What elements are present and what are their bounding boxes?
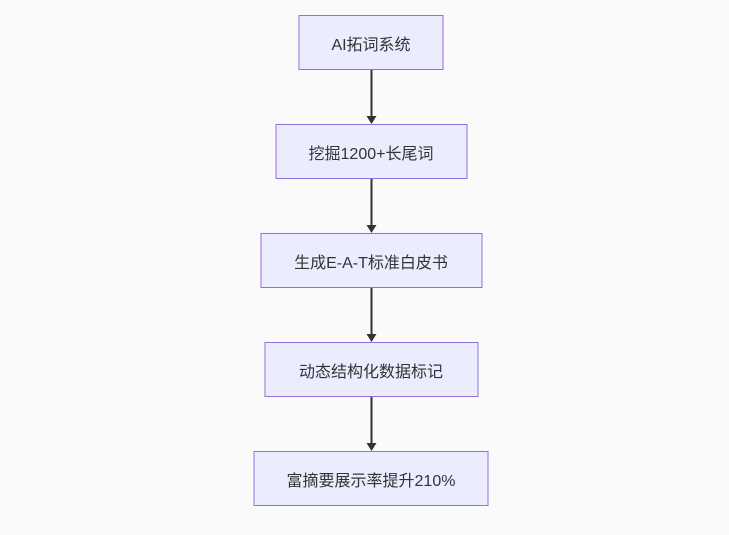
node-label: 挖掘1200+长尾词 [308,145,434,163]
flowchart-node-eat-whitepaper: 生成E-A-T标准白皮书 [260,233,482,288]
flowchart-canvas: AI拓词系统 挖掘1200+长尾词 生成E-A-T标准白皮书 动态结构化数据标记… [253,15,489,506]
arrowhead-icon [366,334,376,342]
flowchart-node-rich-snippet-result: 富摘要展示率提升210% [253,451,489,506]
flow-edge-3 [366,288,376,342]
arrowhead-icon [366,225,376,233]
arrowhead-icon [366,443,376,451]
flowchart-node-longtail-mining: 挖掘1200+长尾词 [275,124,467,179]
flow-edge-2 [366,179,376,233]
node-label: AI拓词系统 [331,36,411,54]
edge-line [370,179,372,225]
arrowhead-icon [366,116,376,124]
flow-edge-1 [366,70,376,124]
edge-line [370,70,372,116]
flowchart-node-structured-data-markup: 动态结构化数据标记 [264,342,478,397]
node-label: 富摘要展示率提升210% [286,472,456,490]
flow-edge-4 [366,397,376,451]
edge-line [370,288,372,334]
edge-line [370,397,372,443]
node-label: 动态结构化数据标记 [298,363,443,381]
flowchart-node-ai-word-system: AI拓词系统 [298,15,444,70]
node-label: 生成E-A-T标准白皮书 [294,254,448,272]
